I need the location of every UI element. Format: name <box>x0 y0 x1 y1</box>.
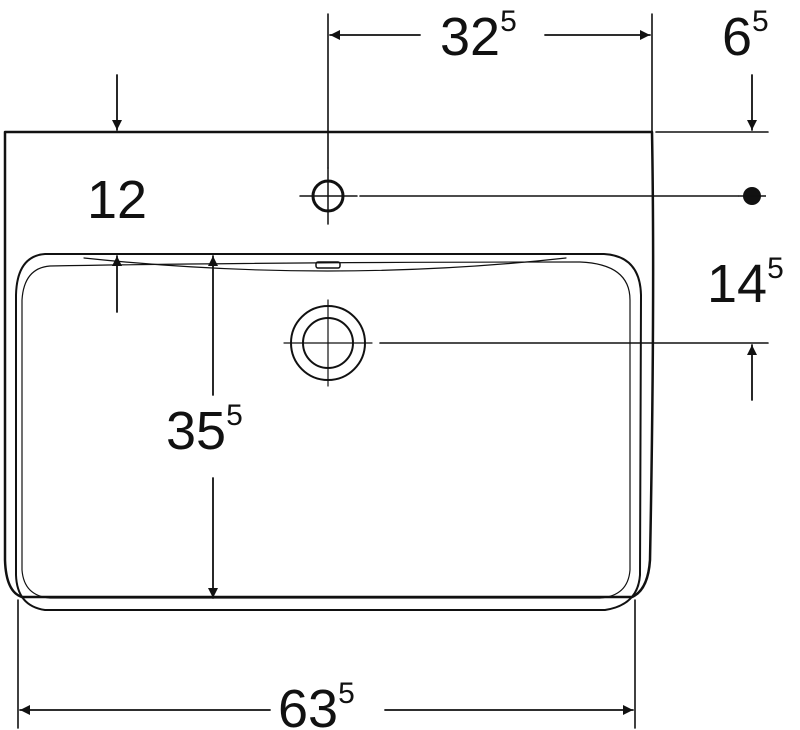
dim-label-rim-thickness: 12 <box>87 170 147 230</box>
overflow-slot <box>315 261 341 269</box>
dim-label-rear-rim: 65 <box>722 5 769 67</box>
basin-outer-outline <box>3 130 655 599</box>
dim-label-bowl-depth: 355 <box>166 399 243 461</box>
drain-hole <box>283 299 373 387</box>
dim-label-tap-offset: 325 <box>440 5 517 67</box>
tap-hole <box>299 167 358 225</box>
rim-curve-line <box>83 257 567 272</box>
basin-bowl-inner-outline <box>21 261 631 599</box>
basin-bowl-outline <box>15 253 642 611</box>
dim-label-tap-to-drain: 145 <box>707 252 784 314</box>
dim-label-overall-width: 635 <box>278 677 355 730</box>
